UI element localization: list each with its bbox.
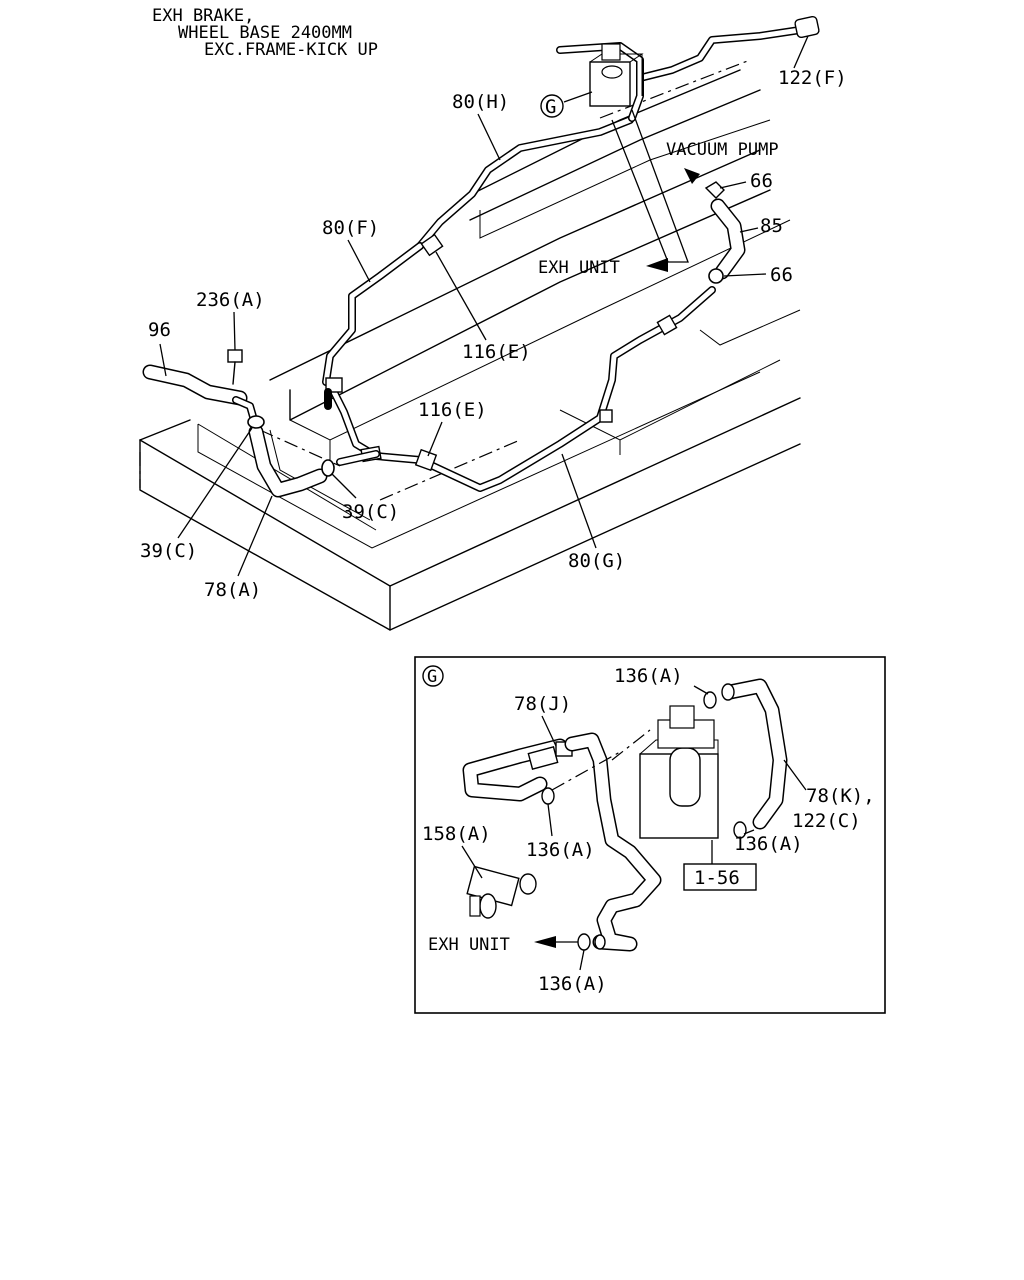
connector-116e-bottom: [414, 448, 438, 472]
clamp-66-mid: [708, 268, 724, 284]
header-note: EXH BRAKE, WHEEL BASE 2400MM EXC.FRAME-K…: [152, 6, 378, 60]
label-66-mid: 66: [770, 264, 793, 286]
label-vacuum-pump: VACUUM PUMP: [666, 140, 779, 160]
label-116e-top: 116(E): [462, 341, 531, 363]
bolt-236a: [227, 349, 243, 385]
label-39c-left: 39(C): [140, 540, 197, 562]
label-136a-right: 136(A): [734, 833, 803, 855]
label-78j: 78(J): [514, 693, 571, 715]
callout-g-circle: [540, 94, 564, 118]
label-exh-unit-main: EXH UNIT: [538, 258, 620, 278]
clamp-39c-left: [247, 415, 265, 429]
callouts-main: 122(F) 80(H) G VACUUM PUMP 66 85 80(F) E…: [140, 35, 847, 601]
label-136a-top: 136(A): [614, 665, 683, 687]
header-line-2: WHEEL BASE 2400MM: [178, 23, 352, 43]
label-80f: 80(F): [322, 217, 379, 239]
label-136a-bottom: 136(A): [538, 973, 607, 995]
label-80h: 80(H): [452, 91, 509, 113]
label-96: 96: [148, 319, 171, 341]
clamp-66-top: [704, 181, 725, 199]
clamp-136a-bottom: [577, 933, 591, 951]
detail-g-panel: G: [414, 656, 886, 1014]
ref-box-1-56: [683, 863, 757, 891]
part-122f: [794, 15, 820, 39]
label-136a-mid: 136(A): [526, 839, 595, 861]
label-39c-right: 39(C): [342, 501, 399, 523]
label-158a: 158(A): [422, 823, 491, 845]
detail-vacuum-tank: [551, 705, 719, 839]
header-line-1: EXH BRAKE,: [152, 6, 254, 26]
exh-unit-arrow: [646, 258, 668, 272]
label-exh-unit-detail: EXH UNIT: [428, 935, 510, 955]
vacuum-pipe-assembly: [142, 15, 820, 498]
label-80g: 80(G): [568, 550, 625, 572]
bracket-158a: [466, 865, 537, 919]
detail-exh-arrow: [534, 936, 556, 948]
connector-116e-top: [420, 233, 444, 257]
clamp-136a-mid: [541, 787, 555, 805]
header-line-3: EXC.FRAME-KICK UP: [204, 40, 378, 60]
label-85: 85: [760, 215, 783, 237]
clamp-39c-right: [321, 459, 335, 477]
label-122f: 122(F): [778, 67, 847, 89]
label-236a: 236(A): [196, 289, 265, 311]
label-ref-1-56: 1-56: [694, 867, 740, 889]
clamp-136a-right: [733, 821, 747, 839]
label-66-top: 66: [750, 170, 773, 192]
label-116e-bottom: 116(E): [418, 399, 487, 421]
pipe-80h: [416, 116, 634, 250]
vacuum-tank: [589, 43, 644, 107]
label-g: G: [545, 96, 556, 118]
detail-g-letter: G: [427, 667, 437, 687]
label-78a: 78(A): [204, 579, 261, 601]
label-122c: 122(C): [792, 810, 861, 832]
clamp-136a-top: [703, 691, 717, 709]
vacuum-pump-arrow: [684, 168, 700, 184]
detail-g-circle: [422, 665, 444, 687]
label-78k: 78(K),: [806, 785, 875, 807]
